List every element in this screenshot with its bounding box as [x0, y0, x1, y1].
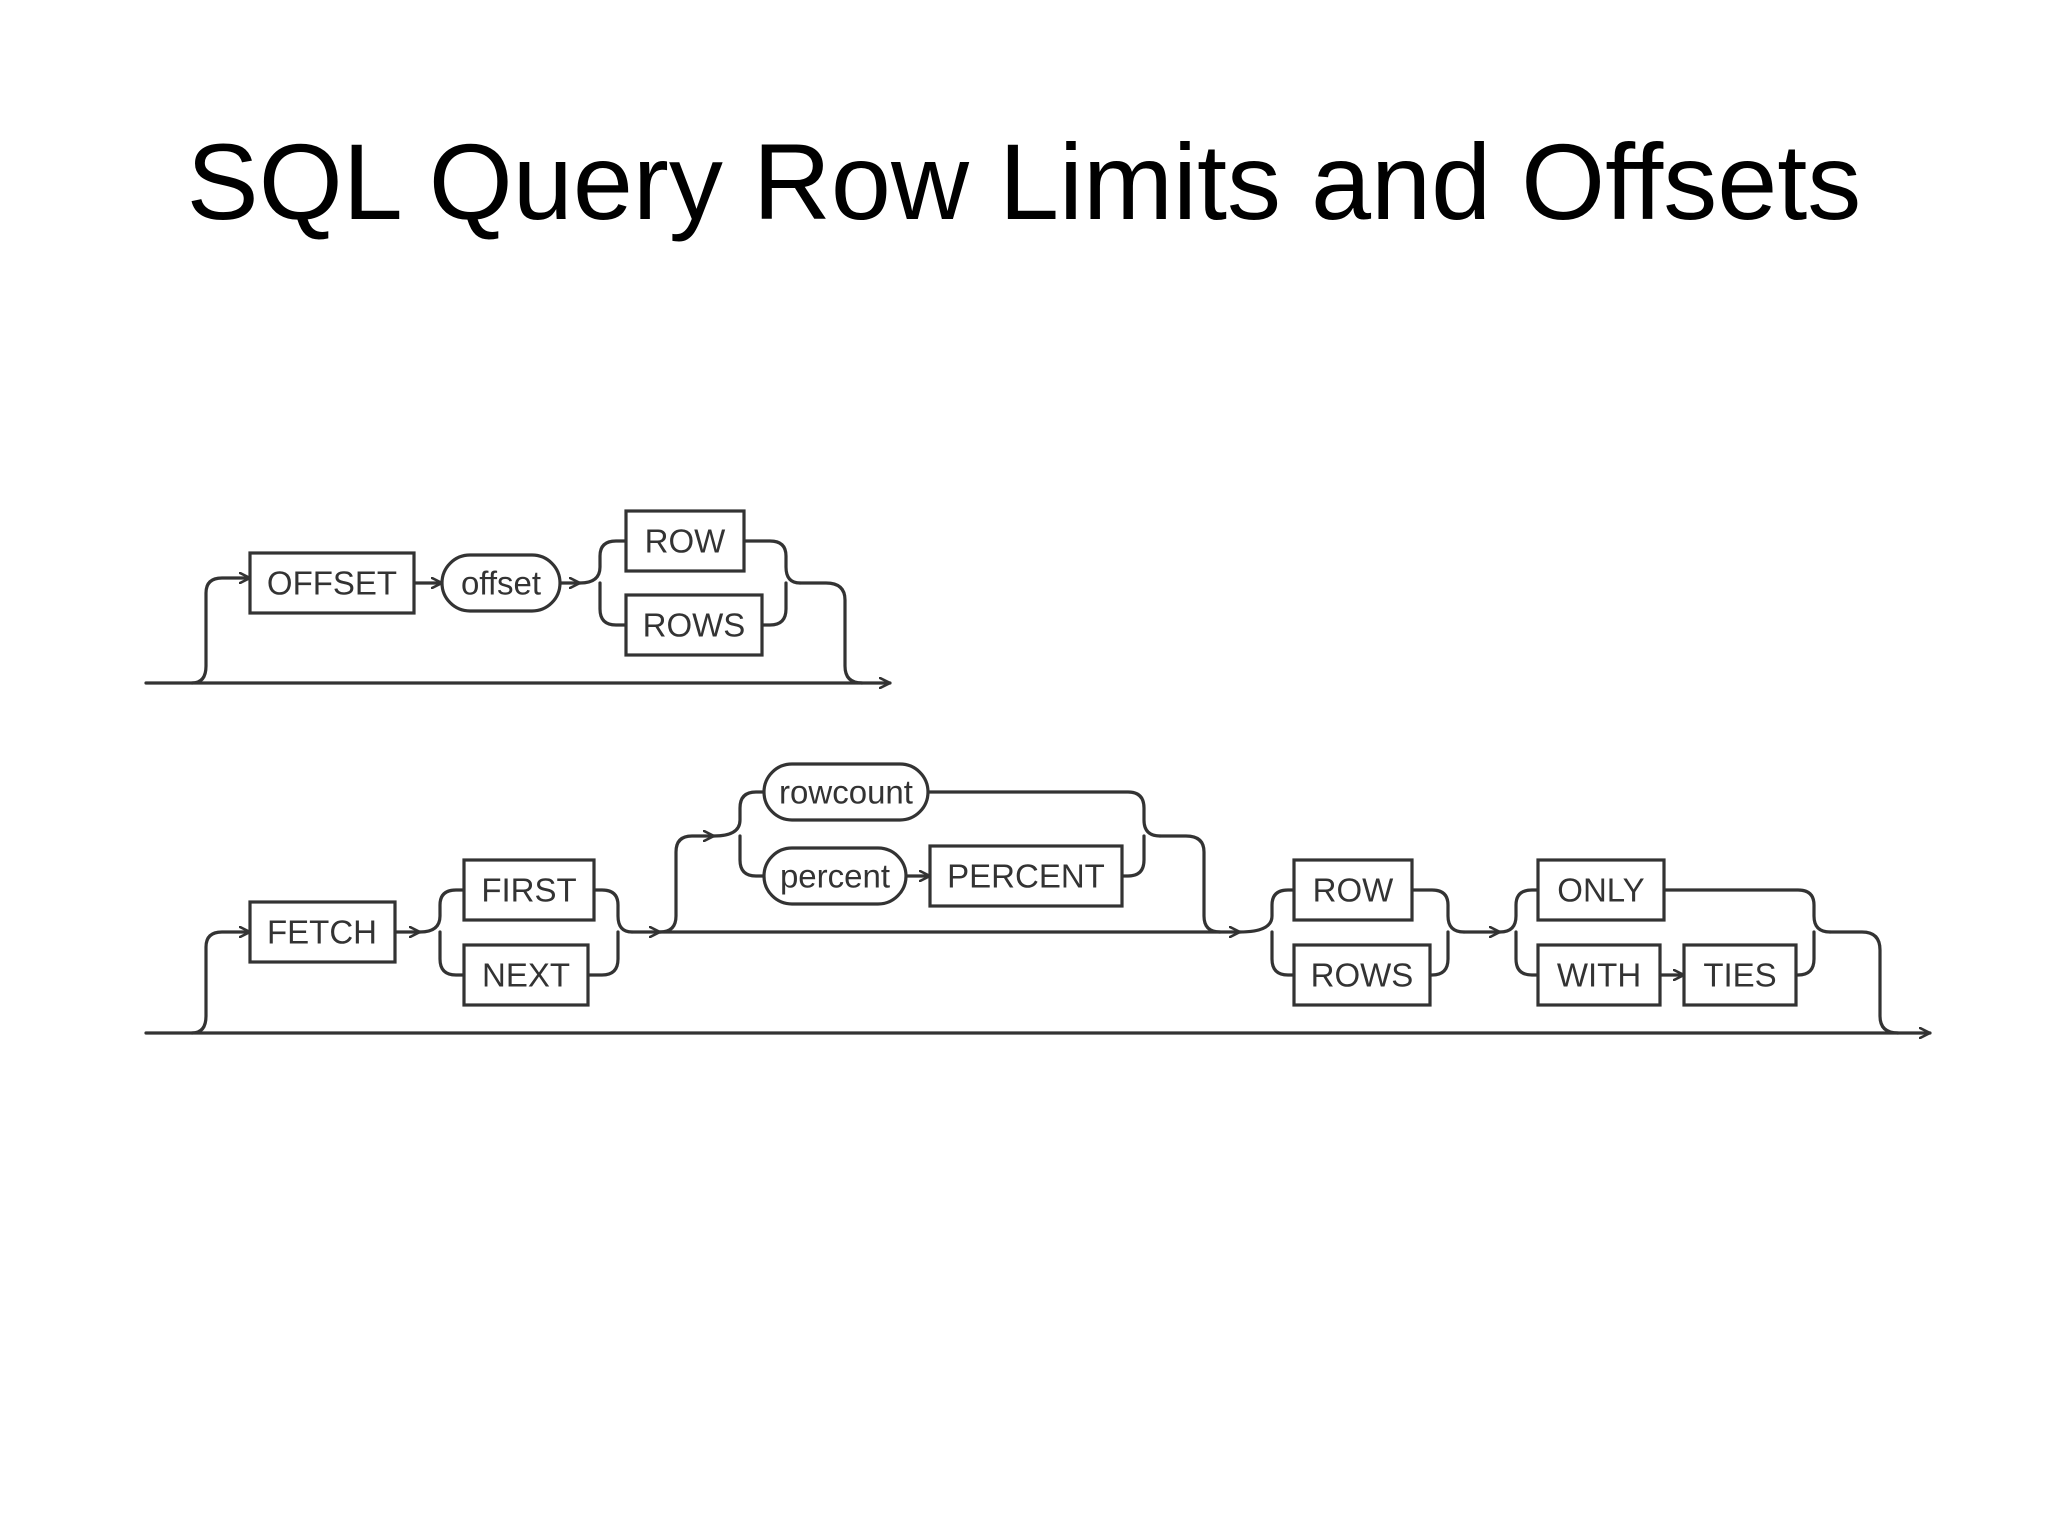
- fetch-count-branch-up: [658, 836, 716, 934]
- fetch-row-box: ROW: [1292, 858, 1414, 922]
- offset-variable-oval: offset: [440, 553, 562, 613]
- offset-branch-up: [190, 578, 252, 685]
- fetch-percent-keyword-label: PERCENT: [947, 858, 1105, 895]
- fetch-split-first: [418, 888, 466, 934]
- fetch-row-label: ROW: [1313, 872, 1395, 909]
- fetch-branch-down: [1828, 930, 1900, 1035]
- offset-split-row: [578, 539, 628, 585]
- fetch-branch-up: [190, 932, 252, 1035]
- fetch-next-box: NEXT: [462, 943, 590, 1007]
- fetch-split-with: [1514, 930, 1540, 977]
- fetch-only-box: ONLY: [1536, 858, 1666, 922]
- offset-merge-rows: [760, 581, 788, 627]
- fetch-merge-ties: [1794, 930, 1816, 977]
- fetch-merge-only: [1662, 888, 1832, 934]
- fetch-merge-rowcount: [926, 790, 1162, 838]
- offset-keyword-box: OFFSET: [248, 551, 416, 615]
- fetch-merge-row: [1410, 888, 1466, 934]
- offset-clause-diagram: OFFSET offset ROW ROWS: [144, 509, 892, 685]
- fetch-percent-label: percent: [780, 858, 890, 895]
- offset-row-box: ROW: [624, 509, 746, 573]
- offset-row-label: ROW: [645, 523, 727, 560]
- fetch-only-label: ONLY: [1557, 872, 1644, 909]
- offset-merge-row: [742, 539, 802, 585]
- fetch-clause-diagram: FETCH FIRST NEXT rowcount percent PERCEN…: [144, 762, 1932, 1035]
- fetch-split-only: [1498, 888, 1540, 934]
- fetch-split-percent: [738, 834, 766, 878]
- fetch-ties-box: TIES: [1682, 943, 1798, 1007]
- fetch-keyword-box: FETCH: [248, 900, 397, 964]
- fetch-rows-label: ROWS: [1311, 957, 1414, 994]
- fetch-merge-rows: [1428, 930, 1450, 977]
- fetch-merge-percent: [1120, 834, 1146, 878]
- fetch-rows-box: ROWS: [1292, 943, 1432, 1007]
- fetch-keyword-label: FETCH: [267, 914, 377, 951]
- fetch-split-rows: [1270, 930, 1296, 977]
- fetch-next-label: NEXT: [482, 957, 570, 994]
- fetch-first-box: FIRST: [462, 858, 596, 922]
- fetch-split-next: [438, 930, 466, 977]
- fetch-split-row: [1238, 888, 1296, 934]
- offset-rows-label: ROWS: [643, 607, 746, 644]
- fetch-rowcount-label: rowcount: [779, 774, 913, 811]
- offset-variable-label: offset: [461, 565, 541, 602]
- offset-keyword-label: OFFSET: [267, 565, 397, 602]
- offset-split-rows: [598, 581, 628, 627]
- fetch-with-label: WITH: [1557, 957, 1641, 994]
- fetch-first-label: FIRST: [481, 872, 576, 909]
- fetch-ties-label: TIES: [1703, 957, 1776, 994]
- fetch-percent-oval: percent: [762, 846, 908, 906]
- fetch-merge-first: [592, 888, 634, 934]
- offset-rows-box: ROWS: [624, 593, 764, 657]
- fetch-with-box: WITH: [1536, 943, 1662, 1007]
- fetch-merge-next: [586, 930, 620, 977]
- offset-branch-down: [798, 581, 864, 685]
- fetch-rowcount-oval: rowcount: [762, 762, 930, 822]
- slide-title: SQL Query Row Limits and Offsets: [186, 121, 1862, 242]
- fetch-count-branch-down: [1158, 834, 1222, 934]
- fetch-split-rowcount: [712, 790, 766, 838]
- fetch-percent-keyword-box: PERCENT: [928, 844, 1124, 908]
